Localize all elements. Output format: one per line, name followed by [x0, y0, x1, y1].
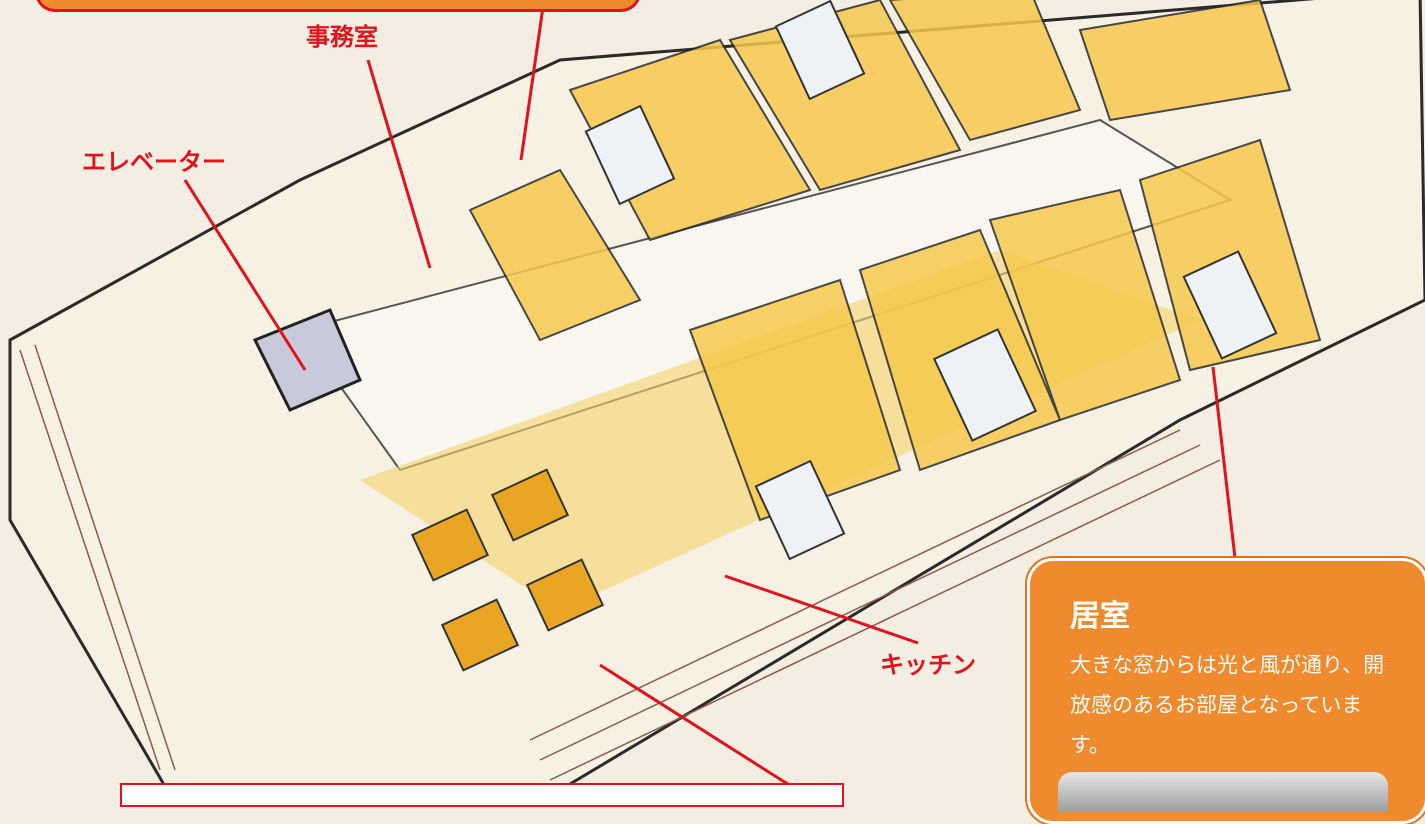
bottom-callout-box	[120, 783, 844, 807]
callout-lines	[183, 0, 1237, 797]
office-label: 事務室	[306, 23, 378, 51]
room-photo	[1058, 772, 1388, 812]
room-callout-line	[1211, 366, 1237, 559]
building-cutaway	[8, 0, 1425, 797]
top-callout-box	[35, 0, 641, 12]
elevator-callout-line	[183, 179, 307, 371]
kitchen-callout-line	[724, 574, 919, 645]
room-info-description: 大きな窓からは光と風が通り、開放感のあるお部屋となっています。	[1070, 653, 1385, 757]
kitchen-label: キッチン	[880, 651, 976, 679]
dining-callout-line	[599, 663, 806, 797]
room-info-title: 居室	[1070, 599, 1130, 634]
office-callout-line	[366, 59, 432, 269]
elevator-label: エレベーター	[82, 148, 226, 176]
top-callout-line	[519, 0, 546, 161]
floor-plan-illustration: 事務室 エレベーター キッチン 居室 大きな窓からは光と風が通り、開放感のあるお…	[8, 0, 1425, 824]
